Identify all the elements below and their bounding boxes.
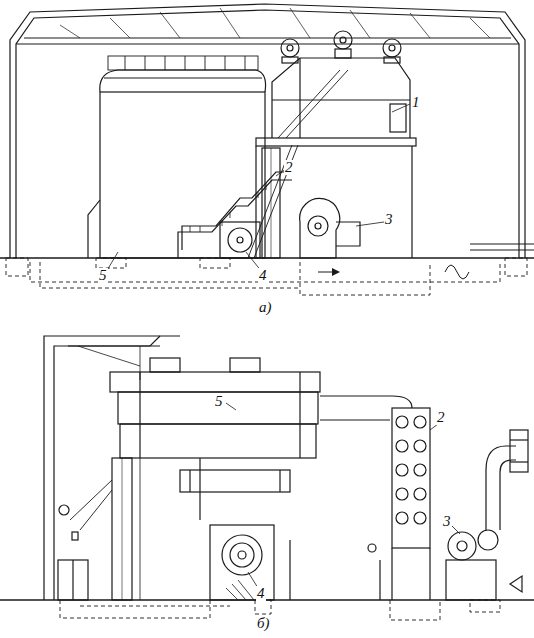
callout-number: 2 xyxy=(284,160,294,175)
view-caption: а) xyxy=(258,300,273,315)
callout-number: 1 xyxy=(411,95,421,110)
callout-number: 3 xyxy=(384,212,394,227)
callout-number: 4 xyxy=(258,268,268,283)
callout-number: 5 xyxy=(214,394,224,409)
view-caption: б) xyxy=(256,616,271,631)
callout-number: 3 xyxy=(442,514,452,529)
callout-number: 2 xyxy=(436,410,446,425)
callout-number: 4 xyxy=(256,586,266,601)
callout-number: 5 xyxy=(98,268,108,283)
